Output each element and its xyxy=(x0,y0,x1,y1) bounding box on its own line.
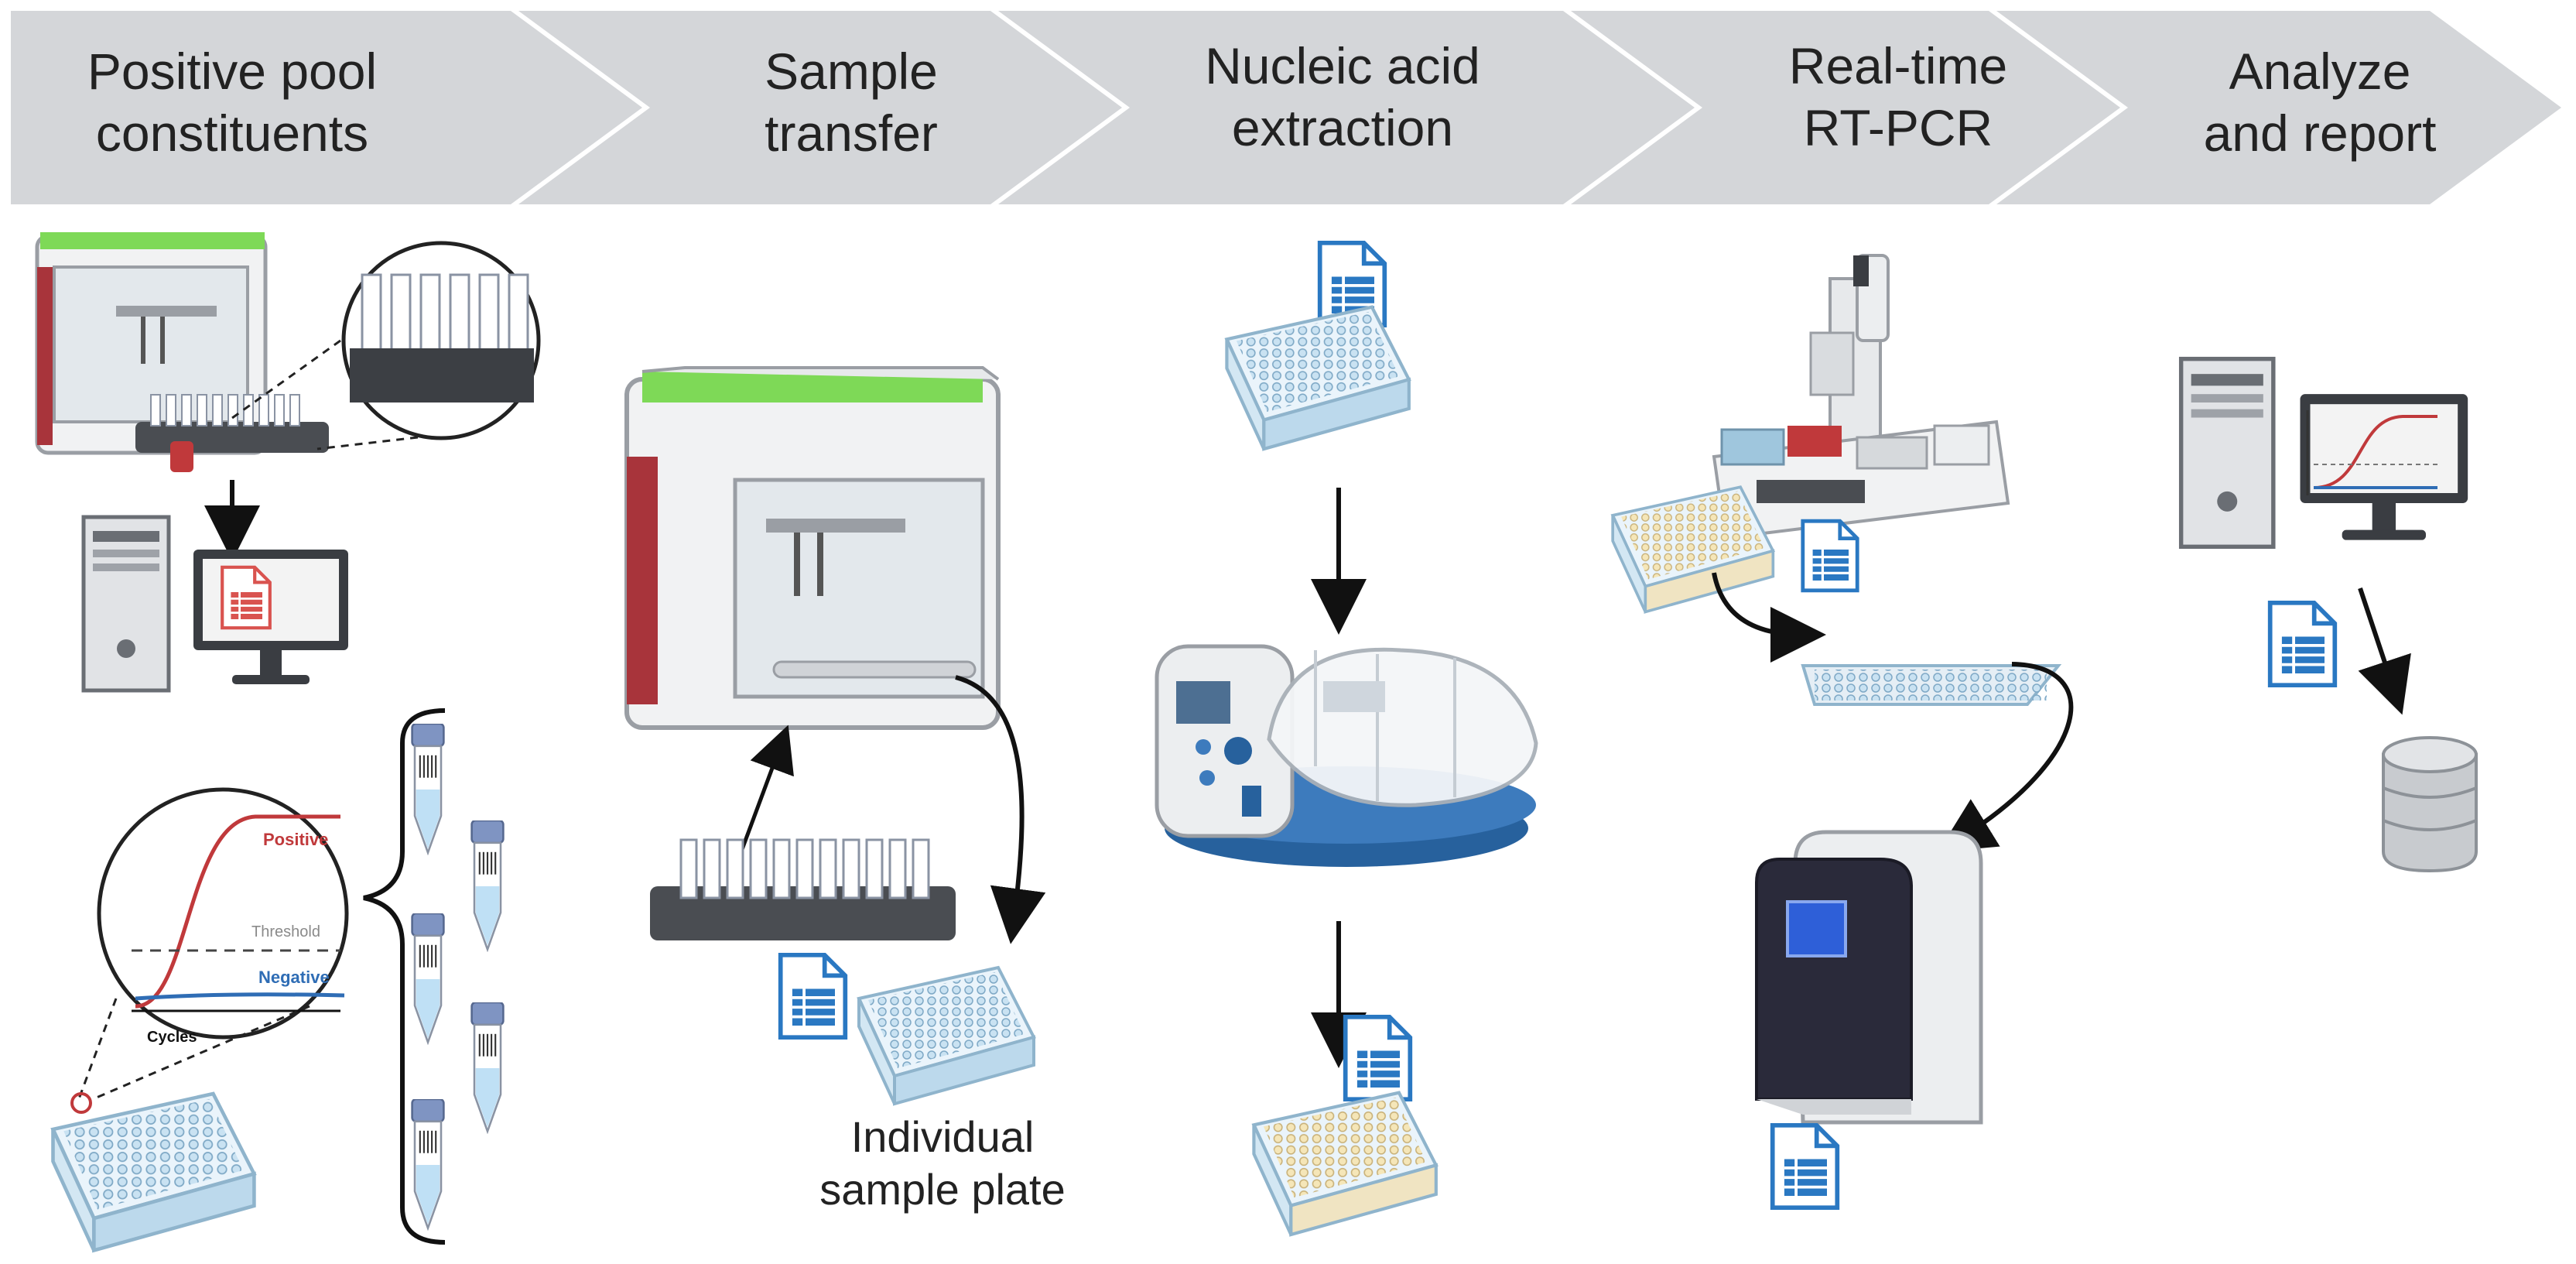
spreadsheet-blue-icon xyxy=(1803,521,1857,591)
chevron-step-3 xyxy=(998,11,1695,204)
individual-sample-plate xyxy=(857,966,1035,1105)
spreadsheet-blue-icon xyxy=(781,955,846,1037)
bracket xyxy=(363,708,446,1245)
zoom-rack-circle xyxy=(231,241,541,450)
step-title: constituents xyxy=(96,104,368,162)
step-title: and report xyxy=(2204,104,2437,162)
step-title: transfer xyxy=(765,104,938,162)
spreadsheet-red-icon xyxy=(222,567,270,628)
negative-label: Negative xyxy=(258,968,330,987)
positive-well-marker xyxy=(70,1092,92,1114)
negative-curve xyxy=(135,992,345,1001)
amplification-curve-inset: Positive Threshold Negative Cycles xyxy=(76,787,349,1104)
plate-label: sample plate xyxy=(819,1165,1066,1214)
cycles-label: Cycles xyxy=(147,1029,197,1046)
source-plate xyxy=(1226,307,1408,449)
step-title: Real-time xyxy=(1789,37,2007,94)
pcr-setup-robot xyxy=(1712,254,2010,540)
sample-tube xyxy=(470,1002,505,1133)
liquid-handler-large xyxy=(624,366,1001,730)
chevron-step-1 xyxy=(11,11,642,204)
process-banner: Positive pool constituents Sample transf… xyxy=(11,11,2561,204)
positive-label: Positive xyxy=(263,830,328,849)
chevron-step-2 xyxy=(518,11,1122,204)
plate-label: Individual xyxy=(851,1112,1035,1161)
step-title: extraction xyxy=(1232,99,1453,156)
pool-plate xyxy=(53,1094,255,1250)
step-title: Analyze xyxy=(2229,43,2411,100)
arrow-curve xyxy=(1938,662,2074,852)
chevron-step-5 xyxy=(1996,11,2561,204)
spreadsheet-blue-icon xyxy=(2270,603,2335,685)
sample-tube xyxy=(411,724,445,855)
pcr-plate xyxy=(1801,664,2062,706)
extraction-instrument xyxy=(1155,644,1538,867)
spreadsheet-blue-icon xyxy=(1346,1017,1411,1099)
sample-tube xyxy=(411,1099,445,1230)
threshold-label: Threshold xyxy=(251,923,320,940)
sample-tube xyxy=(411,913,445,1044)
sample-plate xyxy=(1611,485,1775,614)
pcr-instrument xyxy=(1755,830,1983,1125)
tube-rack-large xyxy=(650,838,956,940)
analysis-computer xyxy=(2181,359,2468,547)
step-title: Nucleic acid xyxy=(1205,37,1480,94)
arrow-curve xyxy=(1712,572,1826,663)
step-title: Positive pool xyxy=(87,43,377,100)
computer-workstation xyxy=(84,517,348,690)
arrow-down xyxy=(2358,587,2411,715)
sample-tubes xyxy=(411,724,505,1230)
sample-tube xyxy=(470,820,505,951)
database-icon xyxy=(2382,736,2478,873)
arrow-curve xyxy=(955,675,1046,944)
step-title: RT-PCR xyxy=(1804,99,1993,156)
eluate-plate xyxy=(1254,1093,1435,1235)
step-title: Sample xyxy=(765,43,938,100)
tube-rack-small xyxy=(135,394,329,472)
spreadsheet-blue-icon xyxy=(1773,1125,1838,1207)
chevron-step-4 xyxy=(1571,11,2120,204)
monitor-curve xyxy=(2306,410,2437,495)
